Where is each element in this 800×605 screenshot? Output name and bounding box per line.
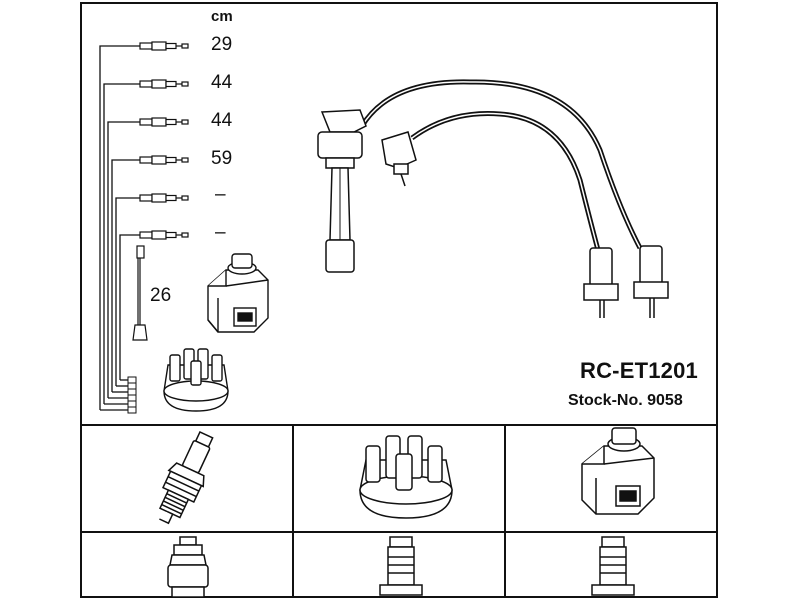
terminal-connector-icon [379,536,423,596]
plug-connector-icon [167,536,209,598]
ignition-coil-large [581,427,655,515]
unit-label: cm [211,8,233,25]
terminal-connector-icon-coil [591,536,635,596]
lead-length-5: – [215,184,226,205]
stock-number: Stock-No. 9058 [568,392,683,409]
lead-connectors [139,41,189,240]
spark-plug-icon [158,430,214,525]
lead-length-6: – [215,222,226,243]
coil-lead-length: 26 [150,285,172,306]
coil-terminal [381,131,417,187]
end-connector-left [583,247,619,318]
ignition-coil-icon [207,253,269,333]
plug-boot [317,109,367,273]
cap-connectors [127,376,137,414]
product-code: RC-ET1201 [580,358,698,383]
lead-length-2: 44 [211,72,233,93]
distributor-cap-large [359,435,453,519]
wire-set-schematic [99,45,140,411]
lead-length-1: 29 [211,34,233,55]
cable-illustration [317,79,669,318]
coil-lead [132,245,148,341]
lead-length-4: 59 [211,148,233,169]
distributor-cap-icon [163,348,229,412]
end-connector-right [633,245,669,318]
frame [80,2,718,598]
lead-length-3: 44 [211,110,233,131]
